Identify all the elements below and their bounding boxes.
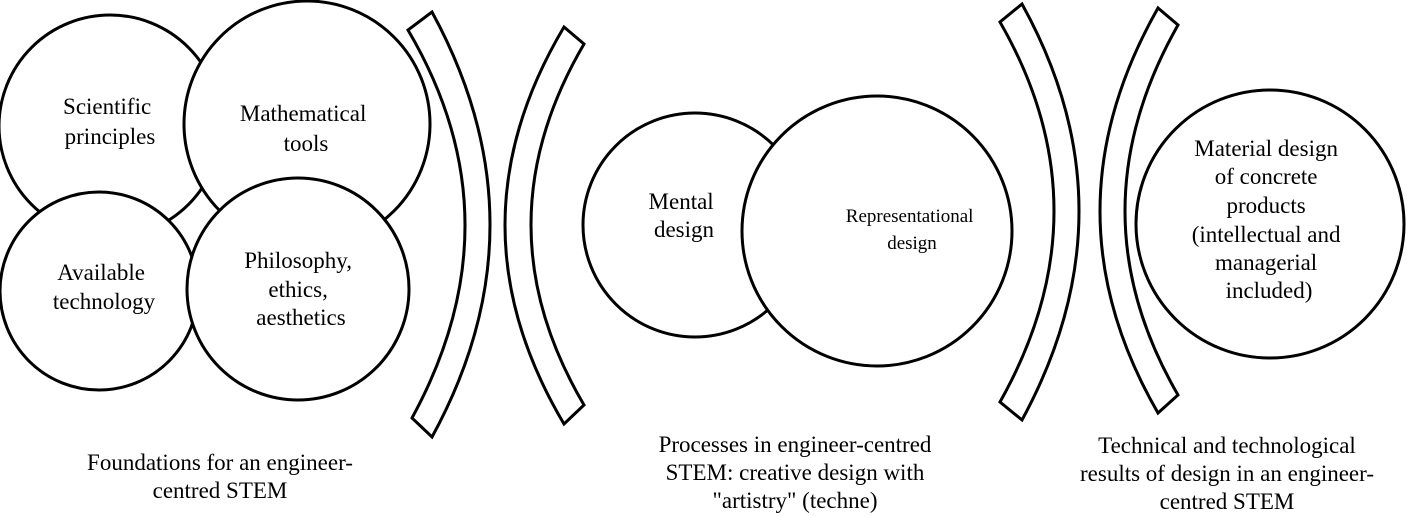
caption-results: Technical and technological results of d… — [1037, 432, 1417, 516]
caption-line: STEM: creative design with — [665, 460, 925, 485]
caption-line: Technical and technological — [1098, 433, 1356, 458]
circle-philosophy-ethics-aesthetics — [185, 176, 411, 402]
caption-line: "artistry" (techne) — [712, 488, 878, 513]
caption-line: Foundations for an engineer- — [87, 450, 353, 475]
label-mathematical-tools: Mathematical tools — [240, 101, 372, 156]
label-mental-design: Mental design — [649, 189, 720, 242]
label-philosophy-ethics-aesthetics: Philosophy, ethics, aesthetics — [244, 248, 358, 330]
bracket-right-1-left — [998, 1, 1081, 423]
caption-foundations: Foundations for an engineer- centred STE… — [20, 449, 420, 505]
caption-processes: Processes in engineer-centred STEM: crea… — [595, 431, 995, 515]
label-scientific-principles: Scientific principles — [63, 94, 157, 149]
bracket-right-1-right — [1098, 5, 1180, 416]
caption-line: Processes in engineer-centred — [658, 432, 932, 457]
caption-line: results of design in an engineer- — [1080, 461, 1374, 486]
label-material-design: Material design of concrete products (in… — [1192, 136, 1347, 303]
bracket-left-1-right — [503, 24, 586, 427]
label-representational-design: Representational design — [846, 206, 978, 254]
label-available-technology: Available technology — [53, 260, 156, 314]
circle-representational-design — [740, 94, 1014, 368]
caption-line: centred STEM — [152, 478, 288, 503]
bracket-left-1-left — [406, 9, 492, 440]
caption-line: centred STEM — [1159, 489, 1295, 514]
circle-material-design — [1134, 88, 1406, 360]
